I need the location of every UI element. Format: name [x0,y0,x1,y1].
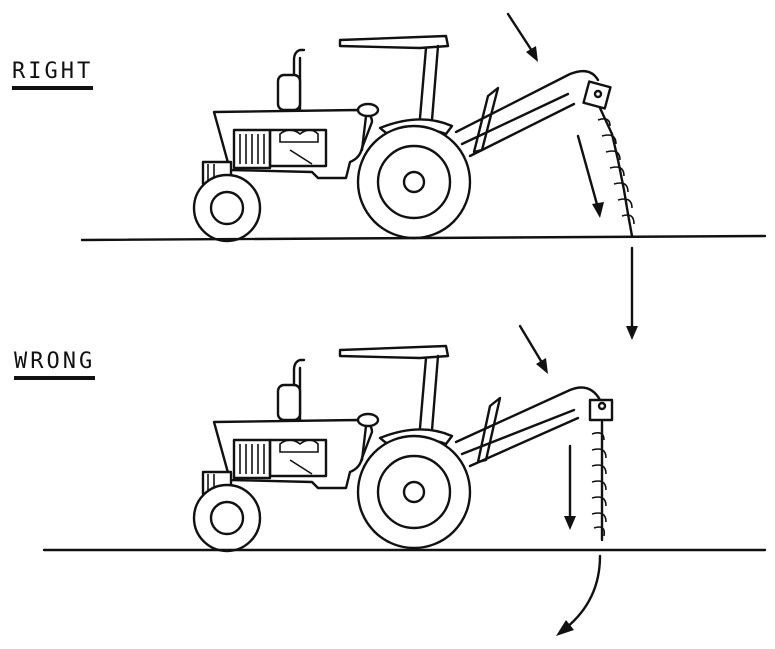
wrong-label: WRONG [14,350,96,380]
tractor-right [192,34,635,243]
right-label: RIGHT [12,60,94,90]
direction-arrows-right [506,12,638,340]
ground-line-right [80,234,767,242]
direction-arrows-wrong [518,324,602,636]
tractor-wrong [192,344,614,553]
